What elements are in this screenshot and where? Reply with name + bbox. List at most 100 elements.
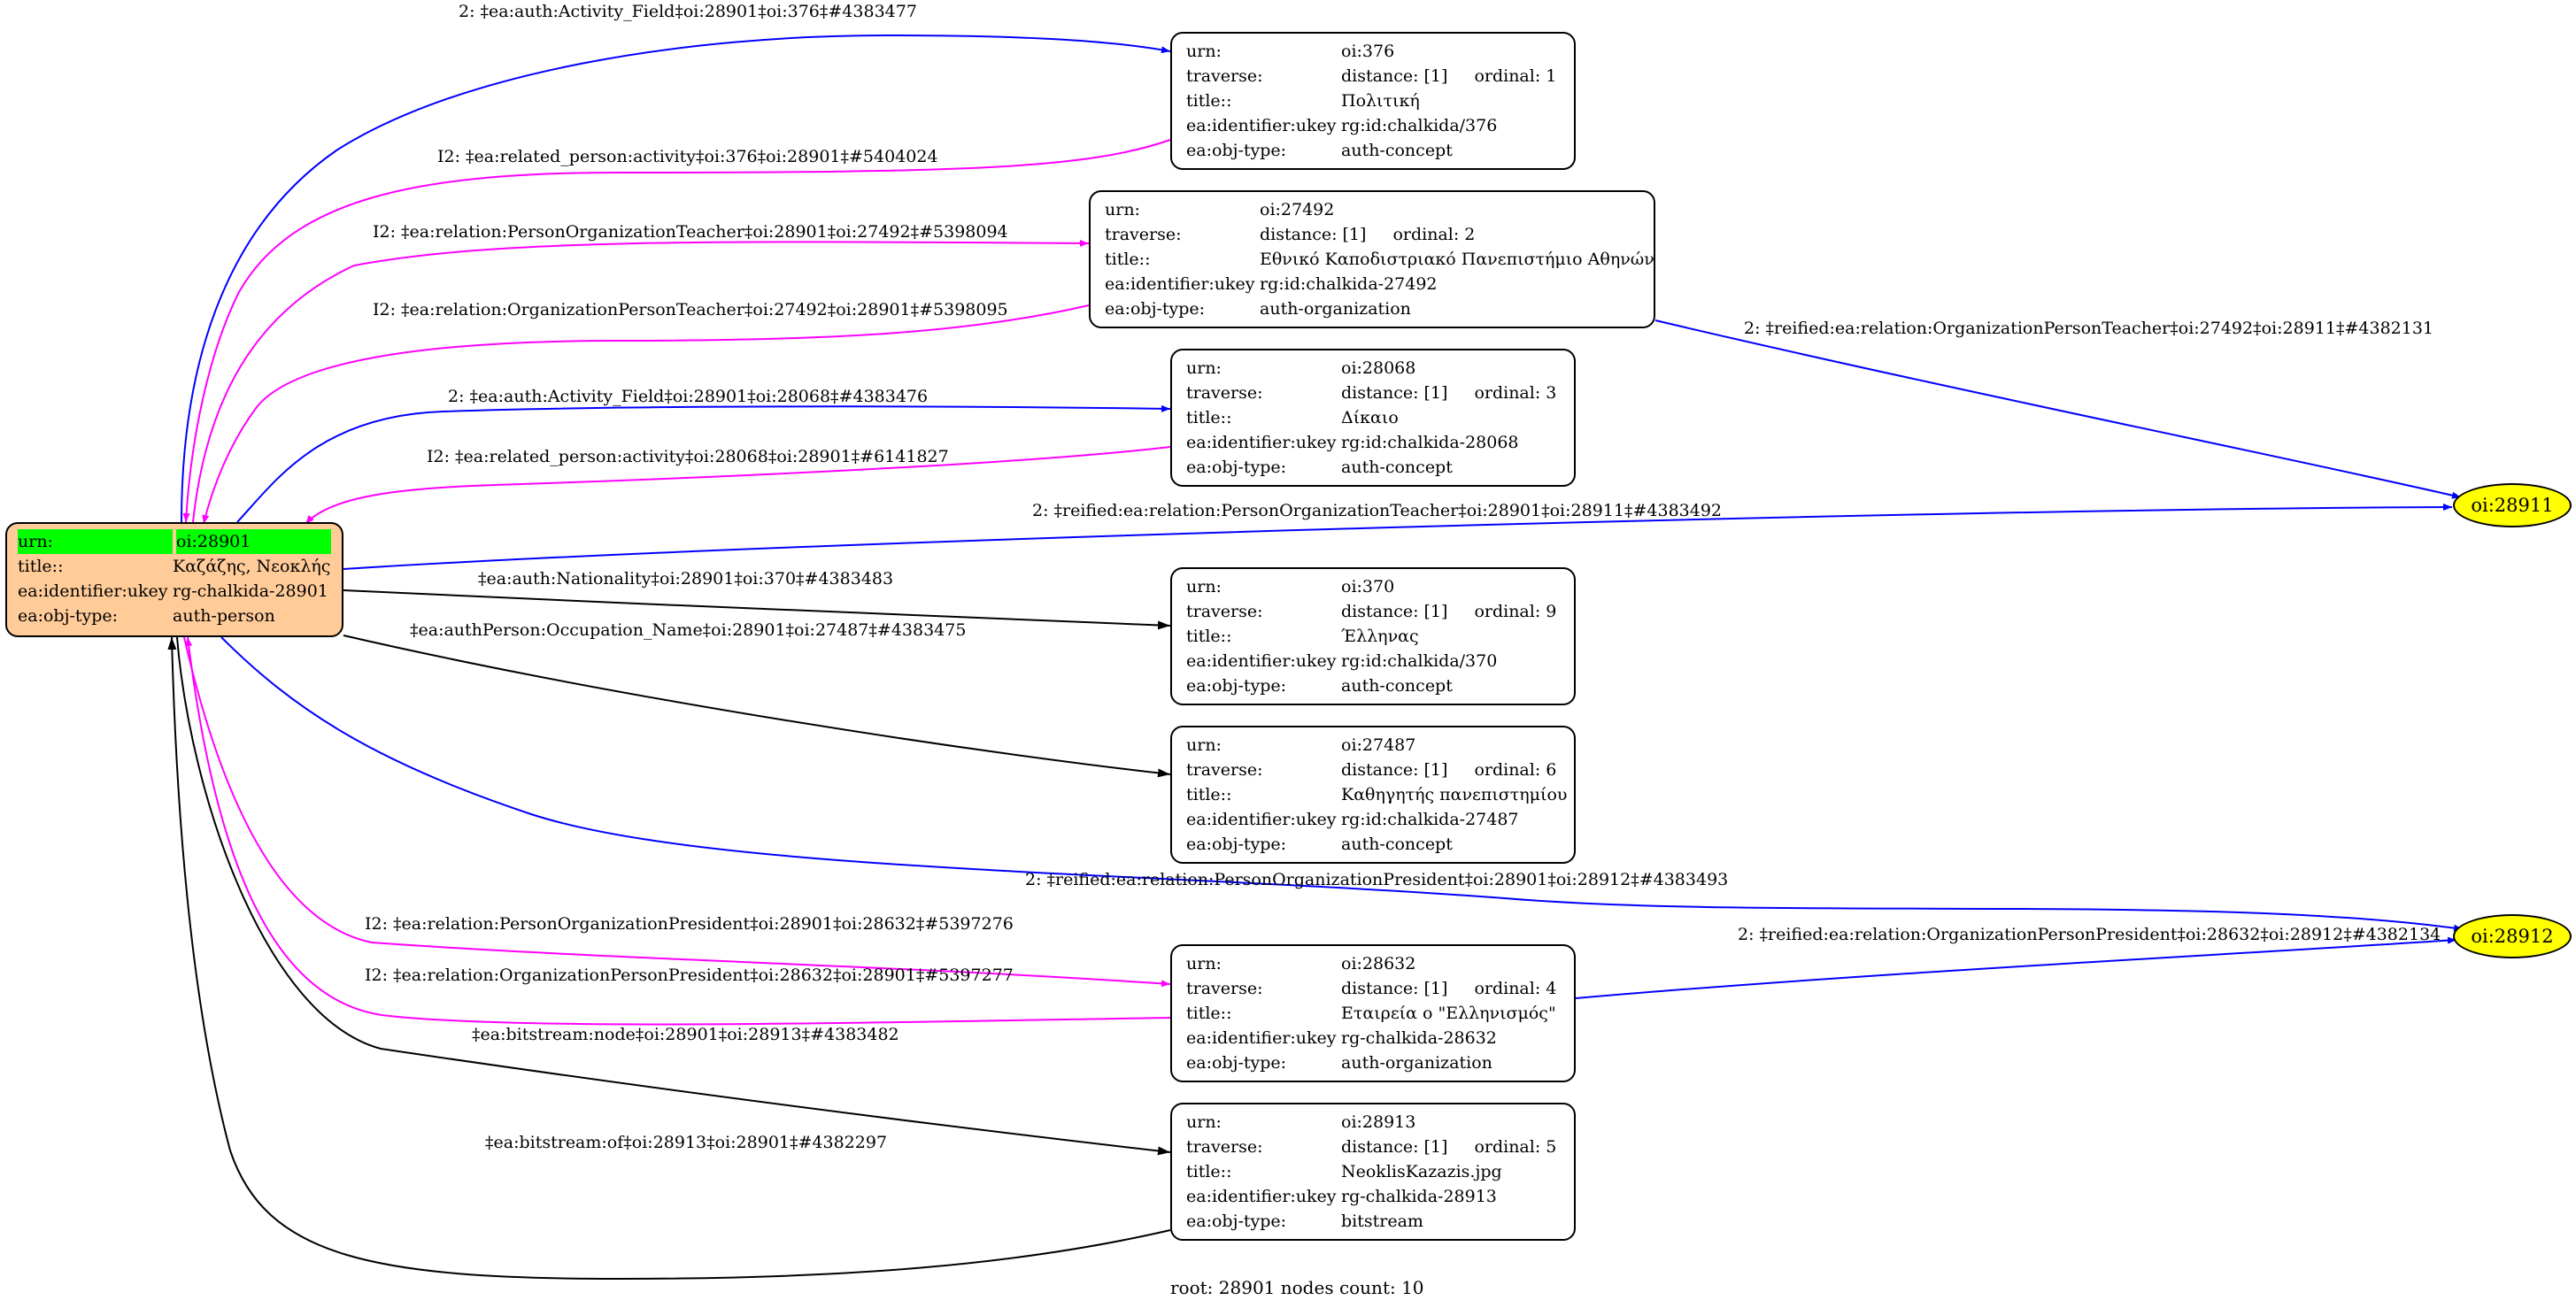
row-value: Δίκαιο	[1341, 408, 1399, 427]
node-row-title: title::Εθνικό Καποδιστριακό Πανεπιστήμιο…	[1105, 247, 1654, 272]
distance-value: distance: [1]	[1341, 66, 1448, 86]
row-key: ea:identifier:ukey	[1186, 433, 1337, 452]
edge-person-org-teacher	[192, 239, 1090, 523]
row-value: rg-chalkida-28913	[1341, 1187, 1497, 1206]
distance-value: distance: [1]	[1341, 1137, 1448, 1157]
row-value: auth-concept	[1341, 458, 1453, 477]
row-value: Έλληνας	[1341, 627, 1419, 646]
row-value: Εθνικό Καποδιστριακό Πανεπιστήμιο Αθηνών	[1260, 250, 1654, 269]
row-key: ea:obj-type:	[18, 606, 119, 626]
ordinal-value: ordinal: 5	[1474, 1137, 1557, 1157]
root-row-urn: urn:oi:28901	[18, 529, 331, 554]
node-row-traverse: traverse:distance: [1]ordinal: 5	[1186, 1135, 1574, 1159]
row-key: ea:obj-type:	[1186, 1212, 1287, 1231]
root-row-type: ea:obj-type: auth-person	[18, 604, 331, 628]
node-oi-376[interactable]: urn: oi:376 traverse: distance: [1] ordinal:…	[1170, 32, 1576, 170]
edge-label: 2: ‡reified:ea:relation:OrganizationPers…	[1738, 925, 2441, 944]
row-value: oi:27487	[1341, 735, 1416, 755]
node-row-type: ea:obj-type:auth-concept	[1186, 673, 1574, 698]
row-value: auth-person	[173, 606, 275, 626]
edge-label: 2: ‡reified:ea:relation:PersonOrganizati…	[1032, 501, 1722, 520]
edge-label: I2: ‡ea:relation:OrganizationPersonTeach…	[373, 300, 1008, 319]
edge-label: 2: ‡ea:auth:Activity_Field‡oi:28901‡oi:2…	[448, 387, 928, 406]
edge-org-person-president	[185, 636, 1171, 1026]
edge-label: ‡ea:bitstream:node‡oi:28901‡oi:28913‡#43…	[472, 1025, 899, 1044]
row-key: title::	[1186, 627, 1232, 646]
row-value: oi:370	[1341, 577, 1395, 596]
edge-reified-org-president-28912	[1575, 936, 2457, 999]
row-value: rg:id:chalkida-27492	[1260, 274, 1438, 294]
row-value: oi:376	[1341, 42, 1395, 61]
row-value: distance: [1]ordinal: 6	[1341, 758, 1574, 782]
row-key: urn:	[1186, 577, 1222, 596]
node-row-urn: urn:oi:28913	[1186, 1110, 1574, 1135]
row-key: traverse:	[1186, 66, 1263, 86]
row-value: distance: [1]ordinal: 9	[1341, 599, 1574, 624]
node-row-type: ea:obj-type:auth-organization	[1105, 296, 1654, 321]
row-key: traverse:	[1105, 225, 1182, 244]
row-key: title::	[1186, 1162, 1232, 1181]
ordinal-value: ordinal: 1	[1474, 66, 1557, 86]
row-key: urn:	[1186, 42, 1222, 61]
row-key: traverse:	[1186, 383, 1263, 403]
ellipse-node-oi-28911[interactable]: oi:28911	[2453, 483, 2572, 527]
edge-related-person-376	[182, 139, 1171, 523]
edge-label: I2: ‡ea:relation:PersonOrganizationPresi…	[365, 914, 1014, 934]
edge-label: ‡ea:authPerson:Occupation_Name‡oi:28901‡…	[410, 620, 966, 640]
edge-label: I2: ‡ea:related_person:activity‡oi:28068…	[427, 447, 949, 466]
row-value: distance: [1]ordinal: 3	[1341, 381, 1574, 405]
row-key: ea:identifier:ukey	[18, 581, 168, 601]
node-oi-370[interactable]: urn: oi:370 traverse: distance: [1]ordinal:…	[1170, 567, 1576, 705]
row-value: distance: [1] ordinal: 4	[1341, 976, 1574, 1001]
node-row-type: ea:obj-type:auth-concept	[1186, 832, 1574, 857]
row-key: ea:obj-type:	[1186, 141, 1287, 160]
ordinal-value: ordinal: 2	[1392, 225, 1476, 244]
row-value: distance: [1]ordinal: 2	[1260, 222, 1654, 247]
edge-label: 2: ‡reified:ea:relation:PersonOrganizati…	[1025, 870, 1728, 889]
row-key: urn:	[1186, 954, 1222, 973]
row-key: urn:	[1105, 200, 1140, 219]
row-key: traverse:	[1186, 602, 1263, 621]
row-value: oi:28632	[1341, 954, 1416, 973]
row-value: Καθηγητής πανεπιστημίου	[1341, 785, 1568, 804]
row-key: title::	[1105, 250, 1151, 269]
row-key: title::	[1186, 91, 1232, 111]
node-row-title: title::Πολιτική	[1186, 88, 1574, 113]
root-node-28901[interactable]: urn:oi:28901 title::Καζάζης, Νεοκλής ea:…	[5, 522, 343, 637]
distance-value: distance: [1]	[1341, 760, 1448, 780]
distance-value: distance: [1]	[1341, 979, 1448, 998]
footer-status: root: 28901 nodes count: 10	[1170, 1277, 1424, 1298]
edge-org-person-teacher	[202, 304, 1090, 525]
row-value: auth-concept	[1341, 141, 1453, 160]
row-value: Καζάζης, Νεοκλής	[173, 557, 331, 576]
ordinal-value: ordinal: 4	[1474, 979, 1557, 998]
node-row-title: title::Έλληνας	[1186, 624, 1574, 649]
row-key: title::	[1186, 1004, 1232, 1023]
row-value: auth-concept	[1341, 676, 1453, 696]
row-key: ea:identifier:ukey	[1186, 1187, 1337, 1206]
root-row-title: title::Καζάζης, Νεοκλής	[18, 554, 331, 579]
row-value: Πολιτική	[1341, 91, 1420, 111]
row-key: traverse:	[1186, 979, 1263, 998]
edge-bitstream-node	[176, 636, 1171, 1156]
row-value: rg:id:chalkida/376	[1341, 116, 1498, 135]
node-row-traverse: traverse: distance: [1]ordinal: 2	[1105, 222, 1654, 247]
row-key: ea:identifier:ukey	[1186, 116, 1337, 135]
node-row-urn: urn: oi:28632	[1186, 951, 1574, 976]
node-row-title: title::Καθηγητής πανεπιστημίου	[1186, 782, 1574, 807]
ellipse-node-oi-28912[interactable]: oi:28912	[2453, 914, 2572, 958]
row-value: bitstream	[1341, 1212, 1423, 1231]
node-oi-28632[interactable]: urn: oi:28632 traverse: distance: [1] ordina…	[1170, 944, 1576, 1082]
node-row-type: ea:obj-type: auth-concept	[1186, 138, 1574, 163]
